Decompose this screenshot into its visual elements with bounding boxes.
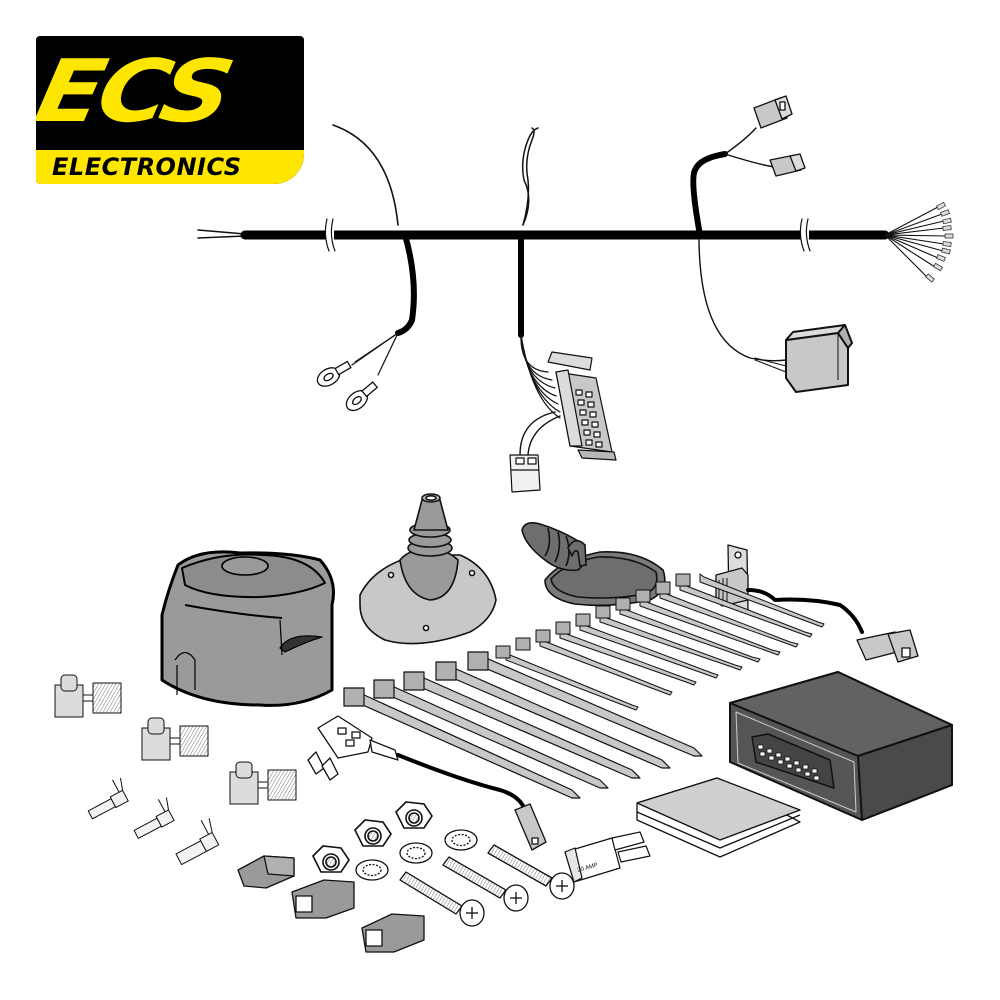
- instructions: [636, 777, 801, 858]
- insulators: [237, 855, 425, 953]
- cable-ties-small: [495, 573, 825, 711]
- wiring-harness: [197, 124, 954, 456]
- two-pin-connector: [514, 803, 547, 851]
- cone-grommet: [359, 493, 497, 645]
- logo-yellow-band: [36, 150, 304, 184]
- square-connector: [785, 324, 853, 393]
- ring-terminals: [316, 360, 379, 412]
- bolts: [399, 844, 575, 927]
- nuts: [312, 801, 433, 873]
- break-mark-icon: [799, 218, 811, 252]
- fuse-rating: 20 AMP: [577, 862, 599, 874]
- two-pin-connector: [753, 95, 793, 129]
- buzzer-lead: [746, 588, 864, 634]
- spade-terminals: [87, 777, 220, 866]
- two-pin-connector: [509, 454, 541, 493]
- cable-grommet: [521, 522, 666, 607]
- ecs-electronics-logo: ECS ELECTRONICS: [36, 36, 304, 184]
- loose-wire-ends: [884, 206, 947, 279]
- fuse-tap: [307, 715, 399, 781]
- module: [729, 671, 953, 821]
- break-mark-icon: [324, 218, 336, 252]
- socket-13-pin: [160, 550, 335, 707]
- scotch-locks: [54, 674, 297, 805]
- fuse-tap-lead: [396, 753, 527, 812]
- two-pin-connector: [769, 153, 806, 177]
- fuse: 20 AMP: [564, 831, 651, 883]
- two-pin-connector: [856, 629, 919, 663]
- multi-pin-connector: [547, 351, 617, 461]
- cable-ties-large: [343, 651, 703, 799]
- logo-subtitle: ELECTRONICS: [52, 153, 242, 181]
- washers: [355, 829, 478, 881]
